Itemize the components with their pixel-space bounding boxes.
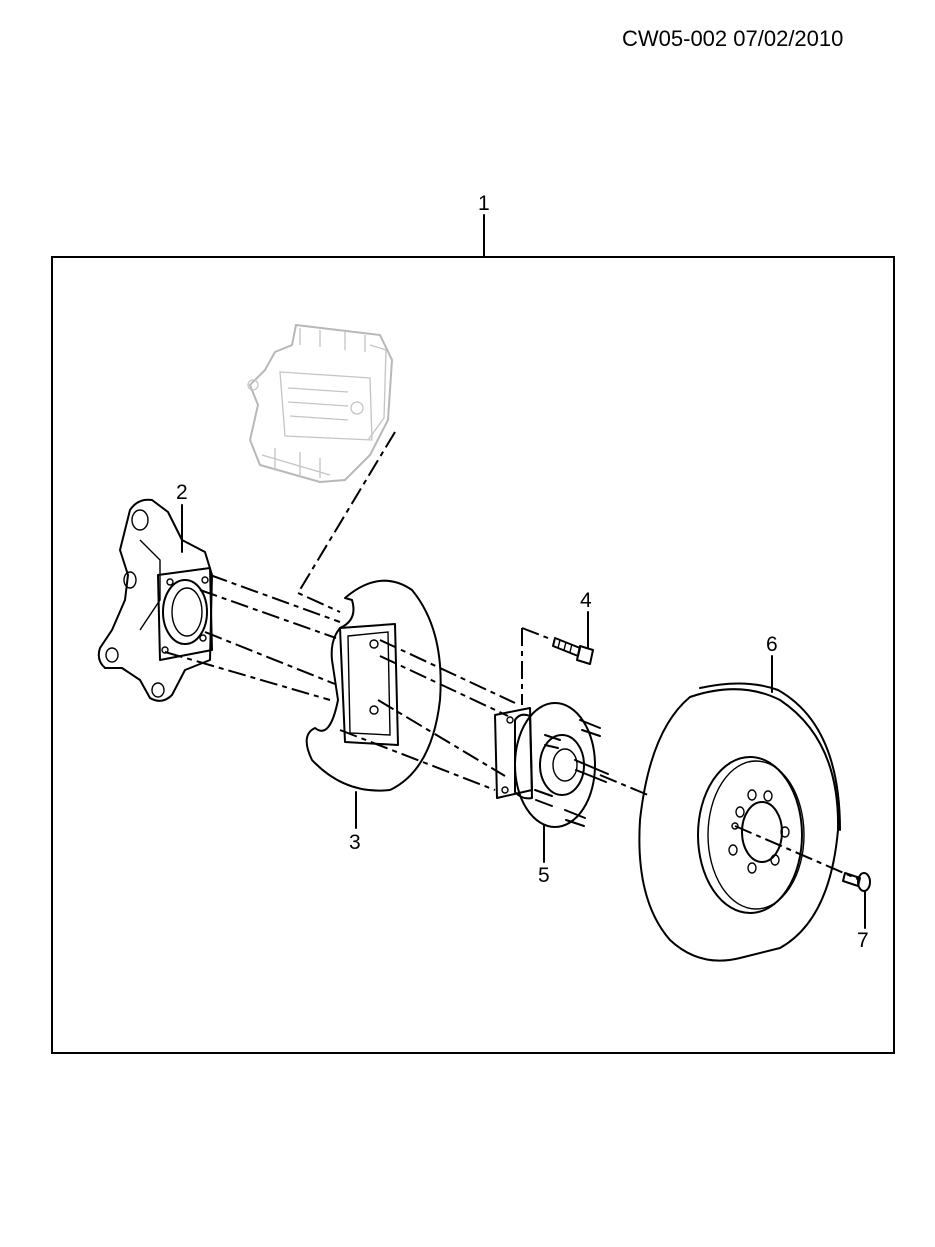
document-id-date: CW05-002 07/02/2010 [622, 26, 844, 51]
callout-5: 5 [538, 864, 550, 887]
knuckle-part [97, 498, 213, 702]
backing-plate-part [305, 579, 442, 792]
callout-1: 1 [478, 192, 490, 215]
brake-rotor-part [638, 682, 841, 962]
caliper-guide-line [296, 431, 396, 613]
callout-6: 6 [766, 633, 778, 656]
brake-caliper-ghost [247, 323, 394, 484]
screw-part [842, 872, 871, 892]
callout-4: 4 [580, 589, 592, 612]
callout-2: 2 [176, 481, 188, 504]
callout-3: 3 [349, 831, 361, 854]
assembly-frame [51, 256, 895, 1054]
alignment-guides [164, 574, 861, 881]
hub-bearing-part [494, 702, 609, 828]
callout-7: 7 [857, 929, 869, 952]
